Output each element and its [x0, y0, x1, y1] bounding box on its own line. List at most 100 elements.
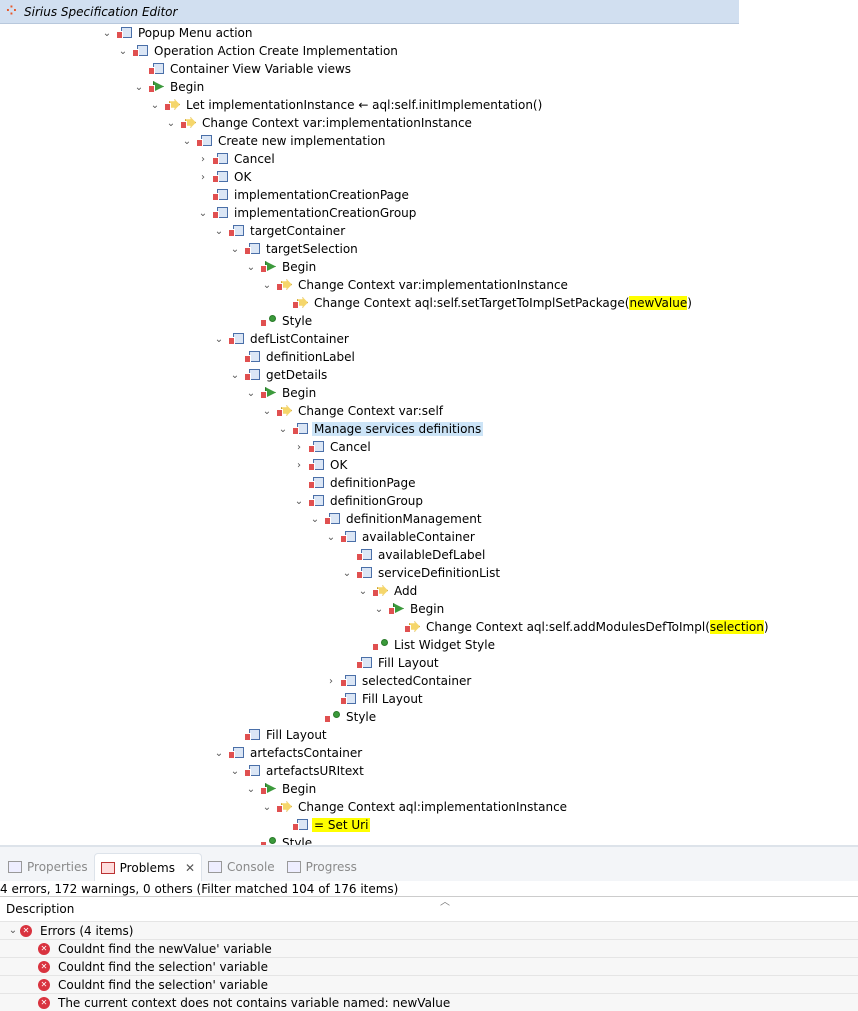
- tree-item[interactable]: definitionPage: [292, 474, 418, 492]
- tab-properties[interactable]: Properties: [2, 853, 94, 881]
- chevron-down-icon[interactable]: ⌄: [102, 27, 112, 39]
- tree-item[interactable]: Change Context aql:self.setTargetToImplS…: [276, 294, 694, 312]
- chevron-down-icon[interactable]: ⌄: [278, 423, 288, 435]
- chevron-down-icon[interactable]: ⌄: [230, 369, 240, 381]
- label-text: Style: [282, 836, 313, 845]
- tree-item[interactable]: ⌄getDetails: [228, 366, 329, 384]
- tree-item[interactable]: ›OK: [292, 456, 349, 474]
- chevron-down-icon[interactable]: ⌄: [134, 81, 144, 93]
- tree-item[interactable]: ⌄Manage services definitions: [276, 420, 484, 438]
- tree-item[interactable]: Fill Layout: [324, 690, 425, 708]
- chevron-down-icon[interactable]: ⌄: [198, 207, 208, 219]
- tree-item[interactable]: List Widget Style: [356, 636, 497, 654]
- tree-item[interactable]: ⌄ Begin: [132, 78, 206, 96]
- tree-item[interactable]: ⌄artefactsContainer: [212, 744, 364, 762]
- label-text: Begin: [170, 80, 205, 94]
- chevron-down-icon[interactable]: ⌄: [294, 495, 304, 507]
- tree-item[interactable]: Change Context aql:self.addModulesDefToI…: [388, 618, 771, 636]
- problem-row[interactable]: ✕Couldnt find the selection' variable: [0, 975, 858, 993]
- chevron-down-icon[interactable]: ⌄: [150, 99, 160, 111]
- tree-item[interactable]: ⌄Begin: [372, 600, 446, 618]
- tree-item[interactable]: Container View Variable views: [132, 60, 353, 78]
- tab-problems[interactable]: Problems✕: [93, 853, 203, 881]
- label-text: targetSelection: [266, 242, 358, 256]
- problem-row[interactable]: ✕The current context does not contains v…: [0, 993, 858, 1011]
- chevron-down-icon[interactable]: ⌄: [246, 783, 256, 795]
- tree-item[interactable]: › Cancel: [292, 438, 373, 456]
- chevron-right-icon[interactable]: ›: [201, 171, 205, 183]
- chevron-down-icon[interactable]: ⌄: [262, 405, 272, 417]
- chevron-down-icon[interactable]: ⌄: [262, 801, 272, 813]
- tree-item[interactable]: ⌄Let implementationInstance ← aql:self.i…: [148, 96, 544, 114]
- tree-item[interactable]: Fill Layout: [228, 726, 329, 744]
- tree-item[interactable]: Style: [244, 834, 314, 845]
- chevron-down-icon[interactable]: ⌄: [374, 603, 384, 615]
- chevron-down-icon[interactable]: ⌄: [342, 567, 352, 579]
- chevron-down-icon[interactable]: ⌄: [214, 747, 224, 759]
- tree-item[interactable]: ›selectedContainer: [324, 672, 473, 690]
- chevron-down-icon[interactable]: ⌄: [310, 513, 320, 525]
- chevron-down-icon[interactable]: ⌄: [8, 925, 18, 936]
- chevron-down-icon[interactable]: ⌄: [246, 261, 256, 273]
- tree-item[interactable]: ⌄serviceDefinitionList: [340, 564, 502, 582]
- tree-item[interactable]: implementationCreationPage: [196, 186, 411, 204]
- chevron-down-icon[interactable]: ⌄: [166, 117, 176, 129]
- tree-item[interactable]: ⌄Add: [356, 582, 419, 600]
- tree-item[interactable]: ⌄ targetSelection: [228, 240, 360, 258]
- chevron-down-icon[interactable]: ⌄: [214, 225, 224, 237]
- label-text: Cancel: [330, 440, 371, 454]
- tree-item[interactable]: ⌄defListContainer: [212, 330, 351, 348]
- label-suffix: ): [687, 296, 692, 310]
- tree-item[interactable]: ⌄ Change Context var:implementationInstan…: [164, 114, 474, 132]
- chevron-down-icon[interactable]: ⌄: [246, 387, 256, 399]
- close-icon[interactable]: ✕: [184, 860, 196, 875]
- change-context-icon: [404, 620, 420, 634]
- chevron-down-icon[interactable]: ⌄: [326, 531, 336, 543]
- tree-item[interactable]: definitionLabel: [228, 348, 357, 366]
- tree-item[interactable]: ⌄availableContainer: [324, 528, 477, 546]
- tree-item[interactable]: Fill Layout: [340, 654, 441, 672]
- chevron-right-icon[interactable]: ›: [329, 675, 333, 687]
- chevron-down-icon[interactable]: ⌄: [358, 585, 368, 597]
- tab-console[interactable]: Console: [202, 853, 281, 881]
- tree-item[interactable]: availableDefLabel: [340, 546, 487, 564]
- tree-item[interactable]: ⌄artefactsURItext: [228, 762, 366, 780]
- tree-item[interactable]: ⌄definitionGroup: [292, 492, 425, 510]
- problem-row[interactable]: ✕Couldnt find the selection' variable: [0, 957, 858, 975]
- problem-row[interactable]: ✕Couldnt find the newValue' variable: [0, 939, 858, 957]
- chevron-right-icon[interactable]: ›: [201, 153, 205, 165]
- tree-item[interactable]: ⌄Change Context var:self: [260, 402, 445, 420]
- tree-item[interactable]: ⌄Create new implementation: [180, 132, 387, 150]
- chevron-down-icon[interactable]: ⌄: [262, 279, 272, 291]
- tree-item[interactable]: ⌄Begin: [244, 384, 318, 402]
- tree-item[interactable]: = Set Uri: [276, 816, 371, 834]
- tree-item[interactable]: ⌄Begin: [244, 780, 318, 798]
- tree-item[interactable]: ⌄implementationCreationGroup: [196, 204, 418, 222]
- chevron-right-icon[interactable]: ›: [297, 459, 301, 471]
- tree-item-label: Change Context var:implementationInstanc…: [200, 116, 474, 130]
- tree-item[interactable]: ⌄targetContainer: [212, 222, 347, 240]
- tree-item[interactable]: ⌄Popup Menu action: [100, 24, 255, 42]
- tree-item[interactable]: Style: [308, 708, 378, 726]
- tree-item[interactable]: ⌄Change Context var:implementationInstan…: [260, 276, 570, 294]
- tree-item[interactable]: Style: [244, 312, 314, 330]
- chevron-down-icon[interactable]: ⌄: [214, 333, 224, 345]
- chevron-right-icon[interactable]: ›: [297, 441, 301, 453]
- tree-item[interactable]: ⌄Begin: [244, 258, 318, 276]
- tree-item[interactable]: ⌄Change Context aql:implementationInstan…: [260, 798, 569, 816]
- tab-progress[interactable]: Progress: [281, 853, 363, 881]
- label-text: Change Context aql:self.addModulesDefToI…: [426, 620, 710, 634]
- column-header-description[interactable]: Description︿: [0, 897, 858, 921]
- tree-item[interactable]: ⌄definitionManagement: [308, 510, 484, 528]
- tree-item-label: Style: [344, 710, 378, 724]
- begin-icon: [260, 260, 276, 274]
- specification-tree[interactable]: ⌄Popup Menu action⌄Operation Action Crea…: [0, 24, 858, 845]
- chevron-down-icon[interactable]: ⌄: [230, 243, 240, 255]
- chevron-down-icon[interactable]: ⌄: [118, 45, 128, 57]
- tree-item[interactable]: ›Cancel: [196, 150, 277, 168]
- tree-item[interactable]: ⌄Operation Action Create Implementation: [116, 42, 400, 60]
- errors-group-row[interactable]: ⌄ ✕ Errors (4 items): [0, 921, 858, 939]
- tree-item[interactable]: ›OK: [196, 168, 253, 186]
- chevron-down-icon[interactable]: ⌄: [182, 135, 192, 147]
- chevron-down-icon[interactable]: ⌄: [230, 765, 240, 777]
